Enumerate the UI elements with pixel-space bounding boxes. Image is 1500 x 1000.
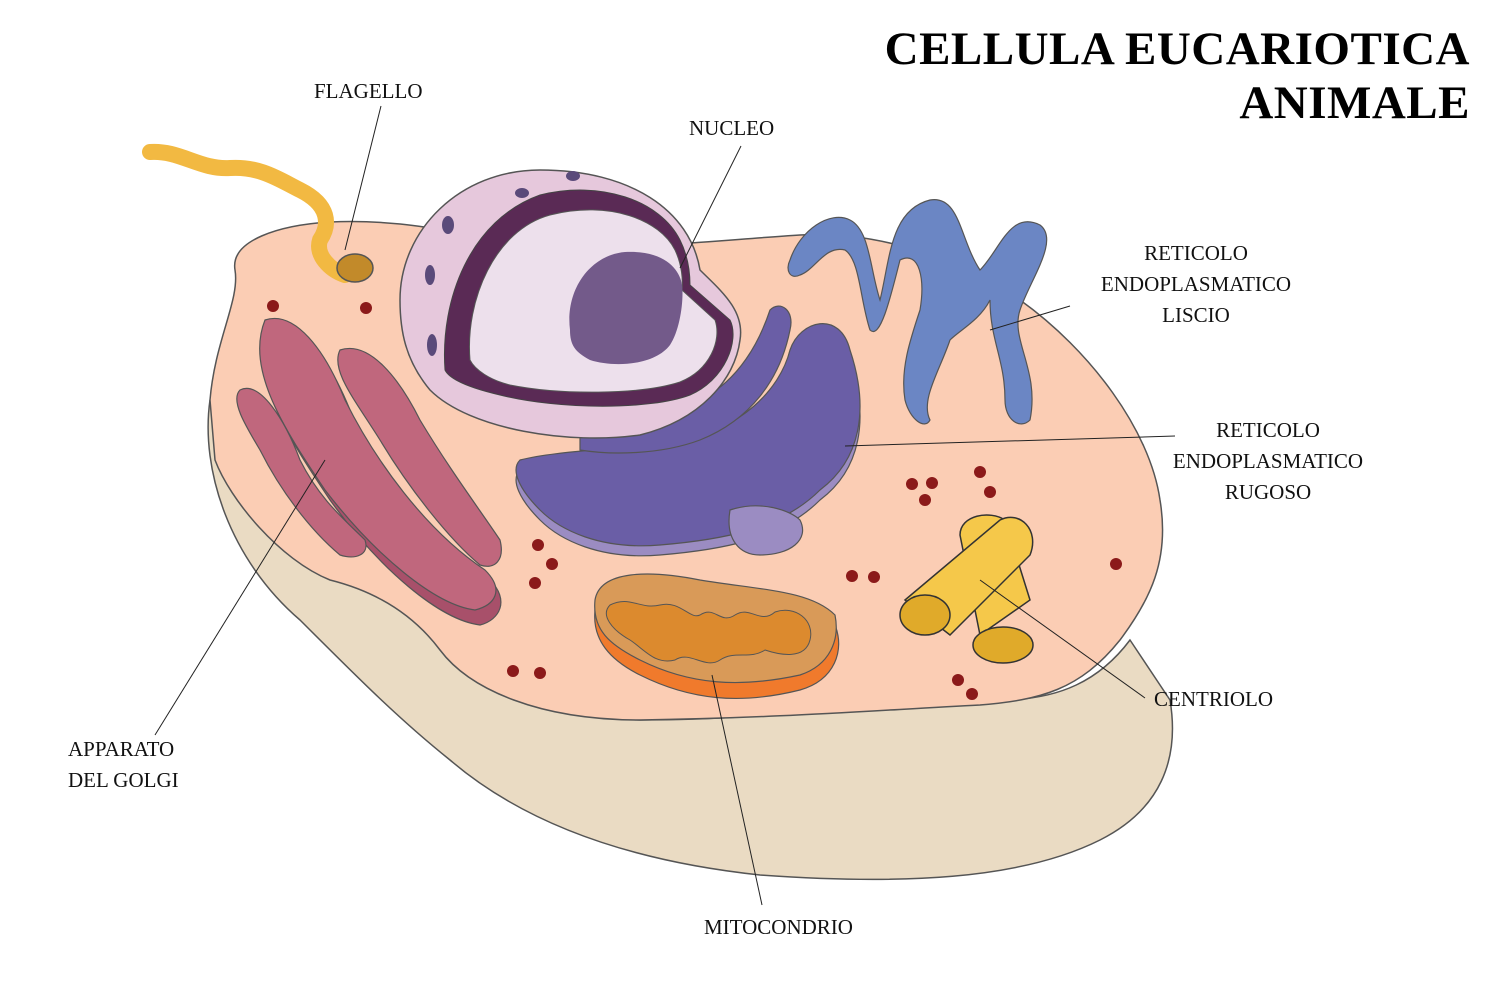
label-rer-line-3: RUGOSO: [1224, 480, 1312, 504]
flagellum-base: [336, 253, 374, 283]
leader-lines: [154, 105, 1176, 906]
mitochondrion: [594, 573, 840, 700]
label-golgi-line-2: DEL GOLGI: [68, 768, 179, 792]
smooth-er: [787, 199, 1048, 425]
ribosomes: [267, 300, 1122, 700]
label-rel-line-2: ENDOPLASMATICO: [1100, 272, 1292, 296]
rough-er: [515, 305, 861, 557]
title-line-1: CELLULA EUCARIOTICA: [884, 23, 1470, 75]
label-mitocondrio: MITOCONDRIO: [704, 915, 853, 939]
label-golgi-line-1: APPARATO: [68, 737, 175, 761]
page-title: CELLULA EUCARIOTICA ANIMALE: [885, 22, 1470, 130]
label-reticolo-liscio: RETICOLO ENDOPLASMATICO LISCIO: [1074, 238, 1318, 331]
label-golgi: APPARATO DEL GOLGI: [68, 734, 179, 796]
label-centriolo: CENTRIOLO: [1154, 687, 1273, 711]
label-rer-line-2: ENDOPLASMATICO: [1172, 449, 1364, 473]
flagellum: [142, 143, 353, 283]
label-rel-line-1: RETICOLO: [1144, 241, 1248, 265]
centriole: [899, 514, 1034, 664]
label-rel-line-3: LISCIO: [1162, 303, 1230, 327]
label-flagello: FLAGELLO: [314, 79, 423, 103]
label-rer-line-1: RETICOLO: [1216, 418, 1320, 442]
label-reticolo-rugoso: RETICOLO ENDOPLASMATICO RUGOSO: [1146, 415, 1390, 508]
label-nucleo: NUCLEO: [689, 116, 775, 140]
golgi-apparatus: [236, 317, 502, 626]
title-line-2: ANIMALE: [1239, 77, 1470, 129]
nucleus: [399, 169, 742, 439]
